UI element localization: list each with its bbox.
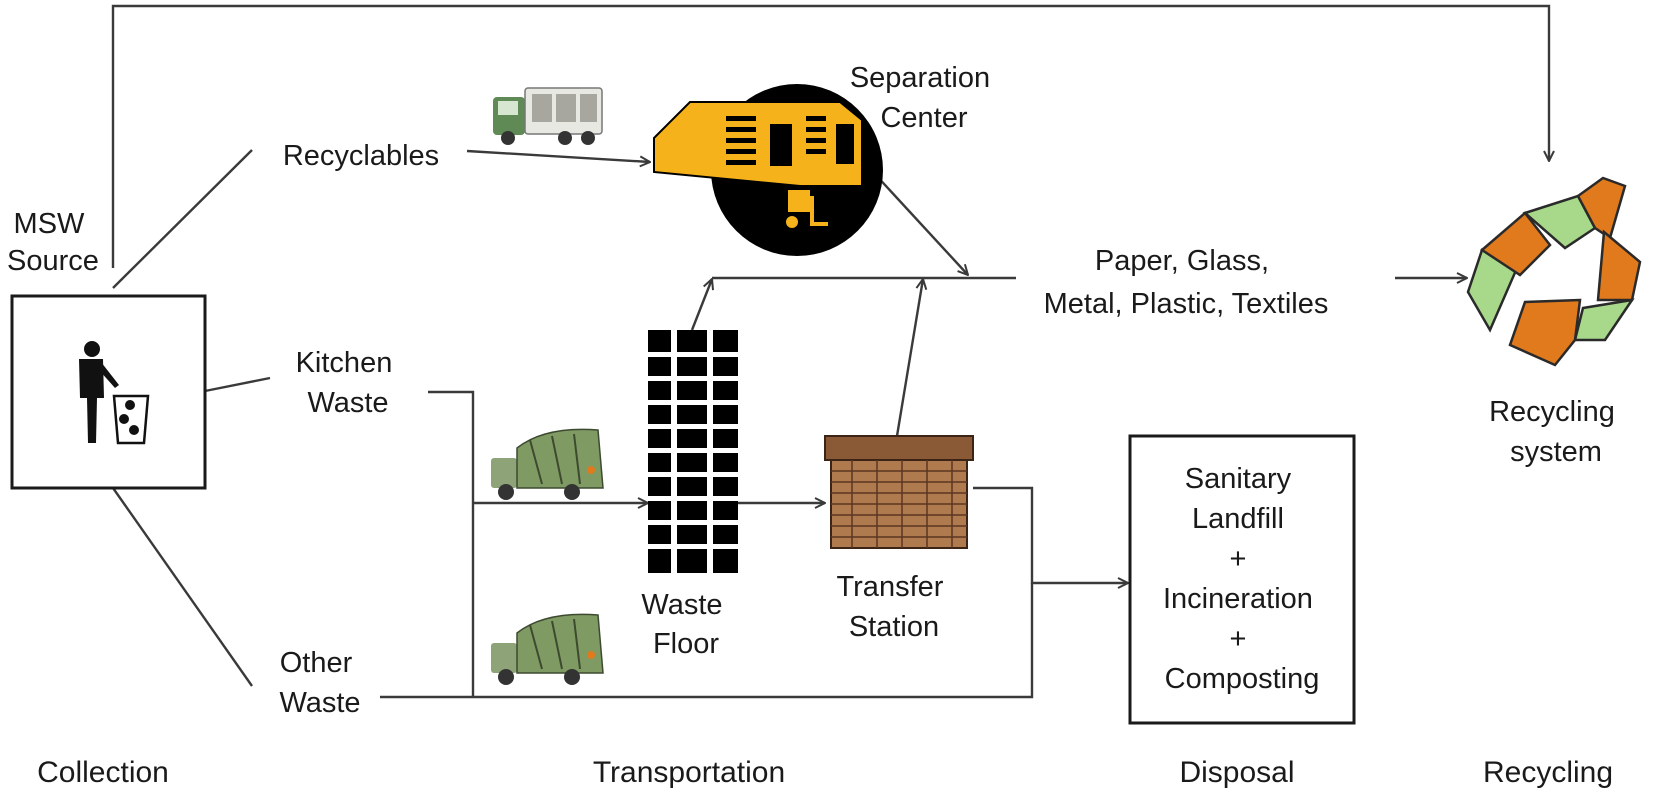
arrow-wastefloor-to-materials xyxy=(690,279,712,331)
separation-center-label: Separation Center xyxy=(850,62,998,134)
disposal-box-label: Sanitary Landfill + Incineration + Compo… xyxy=(1163,463,1321,695)
line-source-to-kitchen xyxy=(204,376,271,393)
stage-collection: Collection xyxy=(37,756,169,789)
stage-disposal: Disposal xyxy=(1179,756,1294,789)
trash-person-icon xyxy=(79,341,150,445)
line-source-to-other xyxy=(112,487,253,687)
kitchen-waste-path xyxy=(428,390,475,697)
recyclables-label: Recyclables xyxy=(283,140,439,172)
recycle-symbol-icon xyxy=(1466,176,1642,367)
recycling-system-label: Recycling system xyxy=(1489,396,1623,468)
materials-label: Paper, Glass, Metal, Plastic, Textiles xyxy=(1044,245,1329,320)
other-waste-label: Other Waste xyxy=(279,647,360,719)
msw-source-label: MSW Source xyxy=(7,208,99,277)
disposal-box xyxy=(1128,434,1356,725)
msw-source-box xyxy=(10,294,207,490)
arrow-transfer-to-materials xyxy=(895,279,923,437)
line-source-to-recyclables xyxy=(112,149,253,289)
transfer-station-label: Transfer Station xyxy=(837,571,952,643)
garbage-truck-icon xyxy=(491,613,604,685)
waste-floor-label: Waste Floor xyxy=(641,589,730,660)
direct-recycling-line xyxy=(111,4,1549,268)
other-waste-path xyxy=(380,583,1034,699)
kitchen-waste-label: Kitchen Waste xyxy=(296,347,401,419)
recycling-truck-icon xyxy=(493,87,603,145)
stage-transportation: Transportation xyxy=(593,756,785,789)
transfer-to-disposal-line xyxy=(973,486,1128,583)
forklift-icon xyxy=(786,190,828,228)
separation-building-icon xyxy=(653,84,883,256)
arrow-recyclables-to-separation xyxy=(466,149,650,162)
transfer-station-icon xyxy=(824,435,974,549)
stage-recycling: Recycling xyxy=(1483,756,1613,789)
garbage-truck-icon xyxy=(491,428,604,500)
waste-floor-icon xyxy=(648,330,738,573)
